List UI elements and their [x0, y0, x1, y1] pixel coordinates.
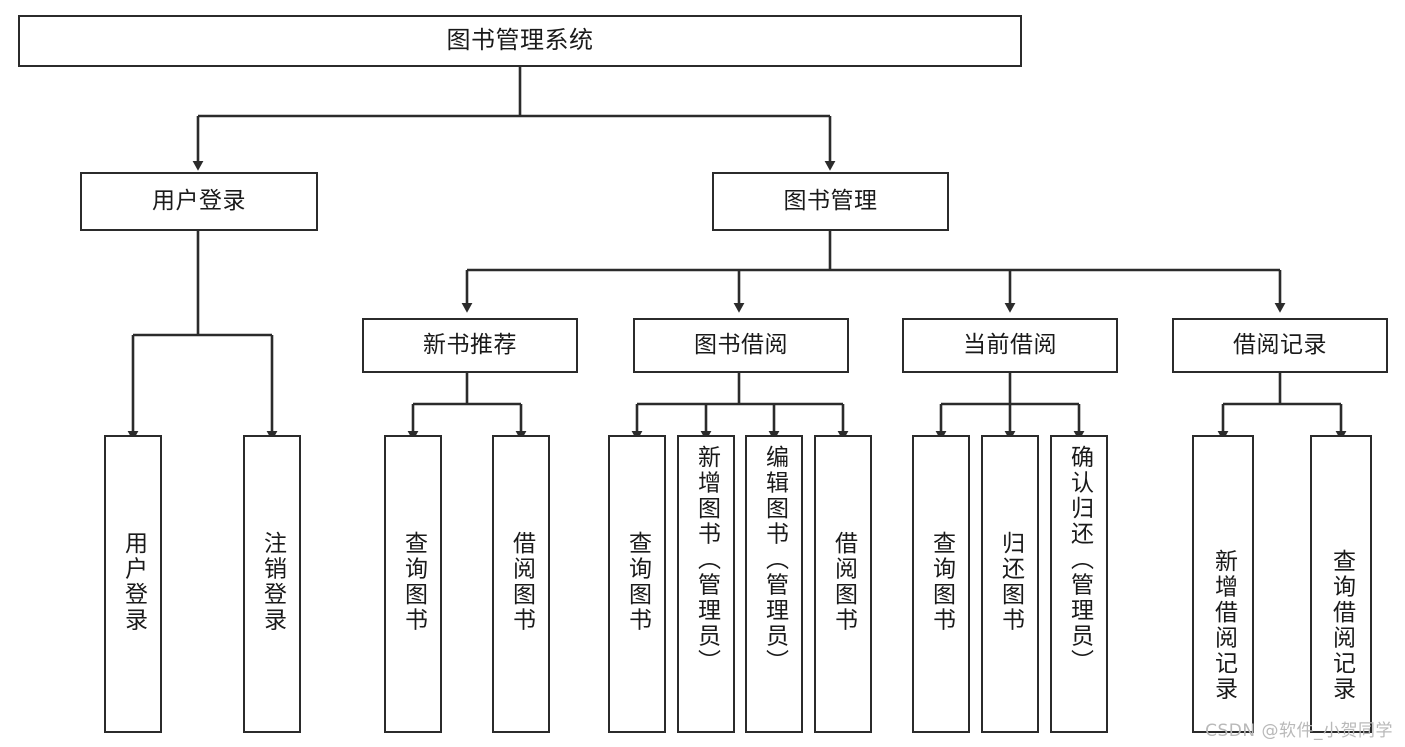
node-book-borrow-label: 图书借阅 — [694, 332, 788, 359]
leaf-borrow-book-1[interactable]: 借阅图书 — [492, 435, 550, 733]
leaf-borrow-book-1-label: 借阅图书 — [508, 531, 535, 633]
leaf-logout-login[interactable]: 注销登录 — [243, 435, 301, 733]
node-user-login-label: 用户登录 — [152, 188, 246, 215]
leaf-query-book-3-label: 查询图书 — [928, 531, 955, 633]
leaf-query-book-2-label: 查询图书 — [624, 531, 651, 633]
leaf-confirm-return[interactable]: 确认归还（管理员） — [1050, 435, 1108, 733]
leaf-return-book[interactable]: 归还图书 — [981, 435, 1039, 733]
leaf-add-book-label: 新增图书（管理员） — [693, 445, 720, 675]
node-book-manage[interactable]: 图书管理 — [712, 172, 949, 231]
leaf-add-book[interactable]: 新增图书（管理员） — [677, 435, 735, 733]
leaf-borrow-book-2-label: 借阅图书 — [830, 531, 857, 633]
node-book-borrow[interactable]: 图书借阅 — [633, 318, 849, 373]
leaf-borrow-book-2[interactable]: 借阅图书 — [814, 435, 872, 733]
leaf-query-record-label: 查询借阅记录 — [1328, 549, 1355, 702]
leaf-query-book-1[interactable]: 查询图书 — [384, 435, 442, 733]
leaf-user-login[interactable]: 用户登录 — [104, 435, 162, 733]
leaf-query-book-2[interactable]: 查询图书 — [608, 435, 666, 733]
node-book-manage-label: 图书管理 — [783, 188, 878, 215]
leaf-edit-book[interactable]: 编辑图书（管理员） — [745, 435, 803, 733]
leaf-add-record-label: 新增借阅记录 — [1210, 549, 1237, 702]
leaf-user-login-label: 用户登录 — [120, 531, 147, 633]
leaf-edit-book-label: 编辑图书（管理员） — [761, 445, 788, 675]
leaf-return-book-label: 归还图书 — [997, 531, 1024, 633]
node-new-book-recommend[interactable]: 新书推荐 — [362, 318, 578, 373]
leaf-query-book-1-label: 查询图书 — [400, 531, 427, 633]
node-root[interactable]: 图书管理系统 — [18, 15, 1022, 67]
leaf-query-book-3[interactable]: 查询图书 — [912, 435, 970, 733]
node-current-borrow-label: 当前借阅 — [963, 332, 1057, 359]
node-new-book-recommend-label: 新书推荐 — [423, 332, 517, 359]
leaf-logout-login-label: 注销登录 — [259, 531, 286, 633]
node-root-label: 图书管理系统 — [446, 26, 594, 55]
csdn-watermark: CSDN @软件_小贺同学 — [1205, 721, 1393, 741]
node-borrow-record[interactable]: 借阅记录 — [1172, 318, 1388, 373]
node-user-login[interactable]: 用户登录 — [80, 172, 318, 231]
node-current-borrow[interactable]: 当前借阅 — [902, 318, 1118, 373]
leaf-add-record[interactable]: 新增借阅记录 — [1192, 435, 1254, 733]
node-borrow-record-label: 借阅记录 — [1233, 332, 1327, 359]
leaf-confirm-return-label: 确认归还（管理员） — [1066, 445, 1093, 675]
leaf-query-record[interactable]: 查询借阅记录 — [1310, 435, 1372, 733]
